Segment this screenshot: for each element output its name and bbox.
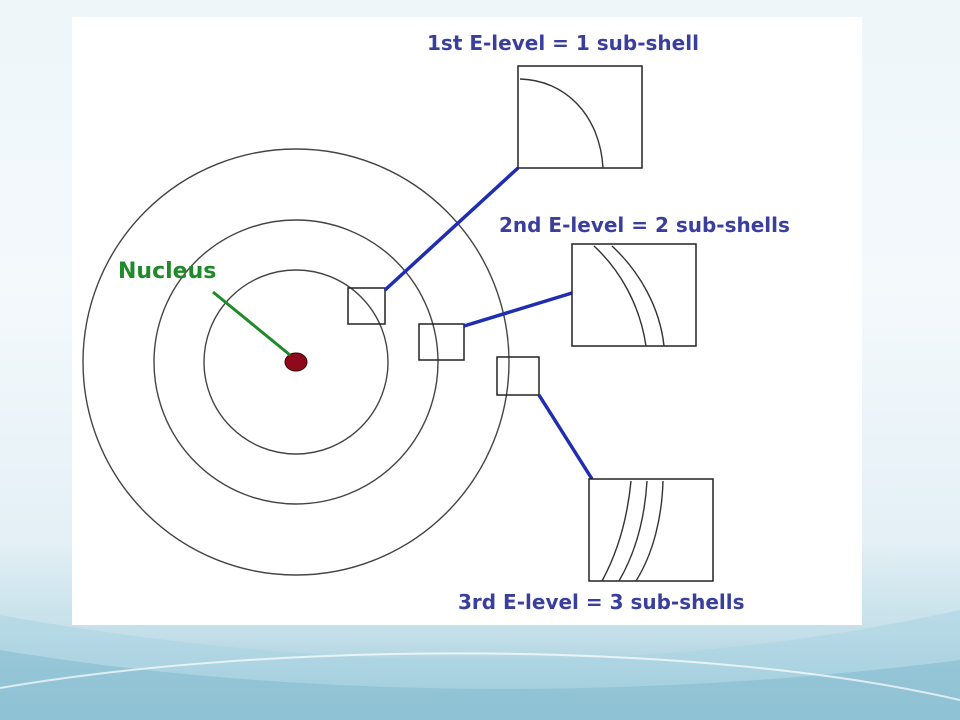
energy-level-3-circle — [82, 148, 510, 576]
nucleus-label: Nucleus — [118, 259, 216, 284]
level-1-label: 1st E-level = 1 sub-shell — [427, 31, 699, 55]
level-3-magnified-view — [588, 478, 714, 582]
level-1-zoom-box — [347, 287, 386, 325]
nucleus-pointer-line — [212, 290, 291, 357]
level-3-subshell-3-arc — [635, 480, 664, 582]
level-3-zoom-box — [496, 356, 540, 396]
diagram-panel — [72, 17, 862, 625]
level-2-zoom-box — [418, 323, 465, 361]
level-3-subshell-2-arc — [618, 480, 648, 582]
energy-level-1-circle — [203, 269, 389, 455]
nucleus — [284, 352, 308, 372]
energy-level-2-circle — [153, 219, 439, 505]
level-1-subshell-1-arc — [519, 78, 604, 169]
level-2-connector — [463, 291, 573, 328]
level-1-connector — [383, 166, 520, 292]
level-2-subshell-1-arc — [593, 245, 647, 347]
level-1-magnified-view — [517, 65, 643, 169]
level-3-label: 3rd E-level = 3 sub-shells — [458, 590, 745, 614]
level-2-magnified-view — [571, 243, 697, 347]
level-2-label: 2nd E-level = 2 sub-shells — [499, 213, 790, 237]
level-3-connector — [537, 394, 594, 480]
level-3-subshell-1-arc — [601, 480, 632, 582]
level-2-subshell-2-arc — [611, 245, 665, 347]
